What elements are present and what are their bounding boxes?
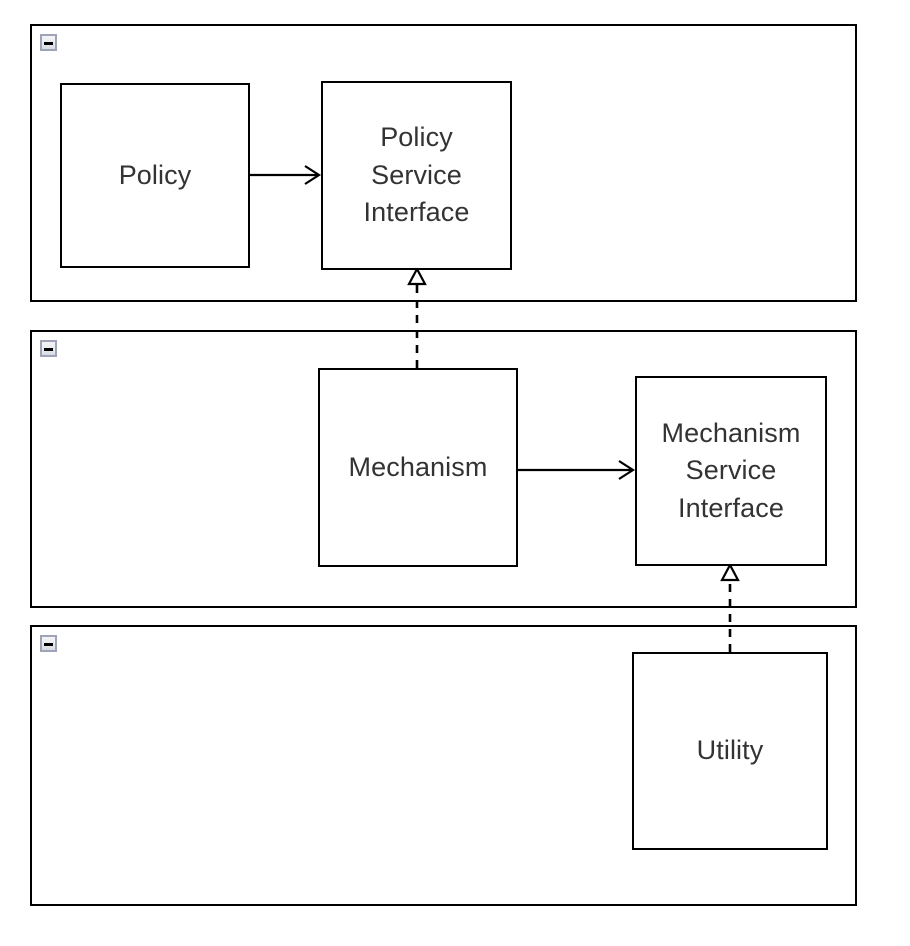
- collapse-toggle-mechanism-layer[interactable]: [40, 340, 57, 357]
- hollow-triangle-icon: [407, 266, 427, 286]
- minus-icon: [44, 41, 53, 45]
- connector-utility-realizes-mechanism-service-interface[interactable]: [720, 562, 740, 652]
- open-arrow-icon: [618, 460, 636, 480]
- node-utility-label: Utility: [696, 735, 764, 766]
- minus-icon: [44, 642, 53, 646]
- node-policy-service-interface-label: Policy Service Interface: [363, 122, 470, 228]
- collapse-toggle-policy-layer[interactable]: [40, 34, 57, 51]
- connector-policy-to-policy-service-interface[interactable]: [250, 165, 322, 185]
- node-mechanism[interactable]: Mechanism: [318, 368, 518, 567]
- collapse-toggle-utility-layer[interactable]: [40, 635, 57, 652]
- node-policy[interactable]: Policy: [60, 83, 250, 268]
- node-policy-label: Policy: [118, 159, 192, 190]
- connector-mechanism-realizes-policy-service-interface[interactable]: [407, 266, 427, 368]
- node-utility[interactable]: Utility: [632, 652, 828, 850]
- node-policy-service-interface[interactable]: Policy Service Interface: [321, 81, 512, 270]
- hollow-triangle-icon: [720, 562, 740, 582]
- node-mechanism-label: Mechanism: [348, 451, 488, 482]
- connector-mechanism-to-mechanism-service-interface[interactable]: [518, 460, 636, 480]
- node-mechanism-service-interface[interactable]: Mechanism Service Interface: [635, 376, 827, 566]
- minus-icon: [44, 347, 53, 351]
- node-mechanism-service-interface-label: Mechanism Service Interface: [661, 417, 801, 523]
- open-arrow-icon: [304, 165, 322, 185]
